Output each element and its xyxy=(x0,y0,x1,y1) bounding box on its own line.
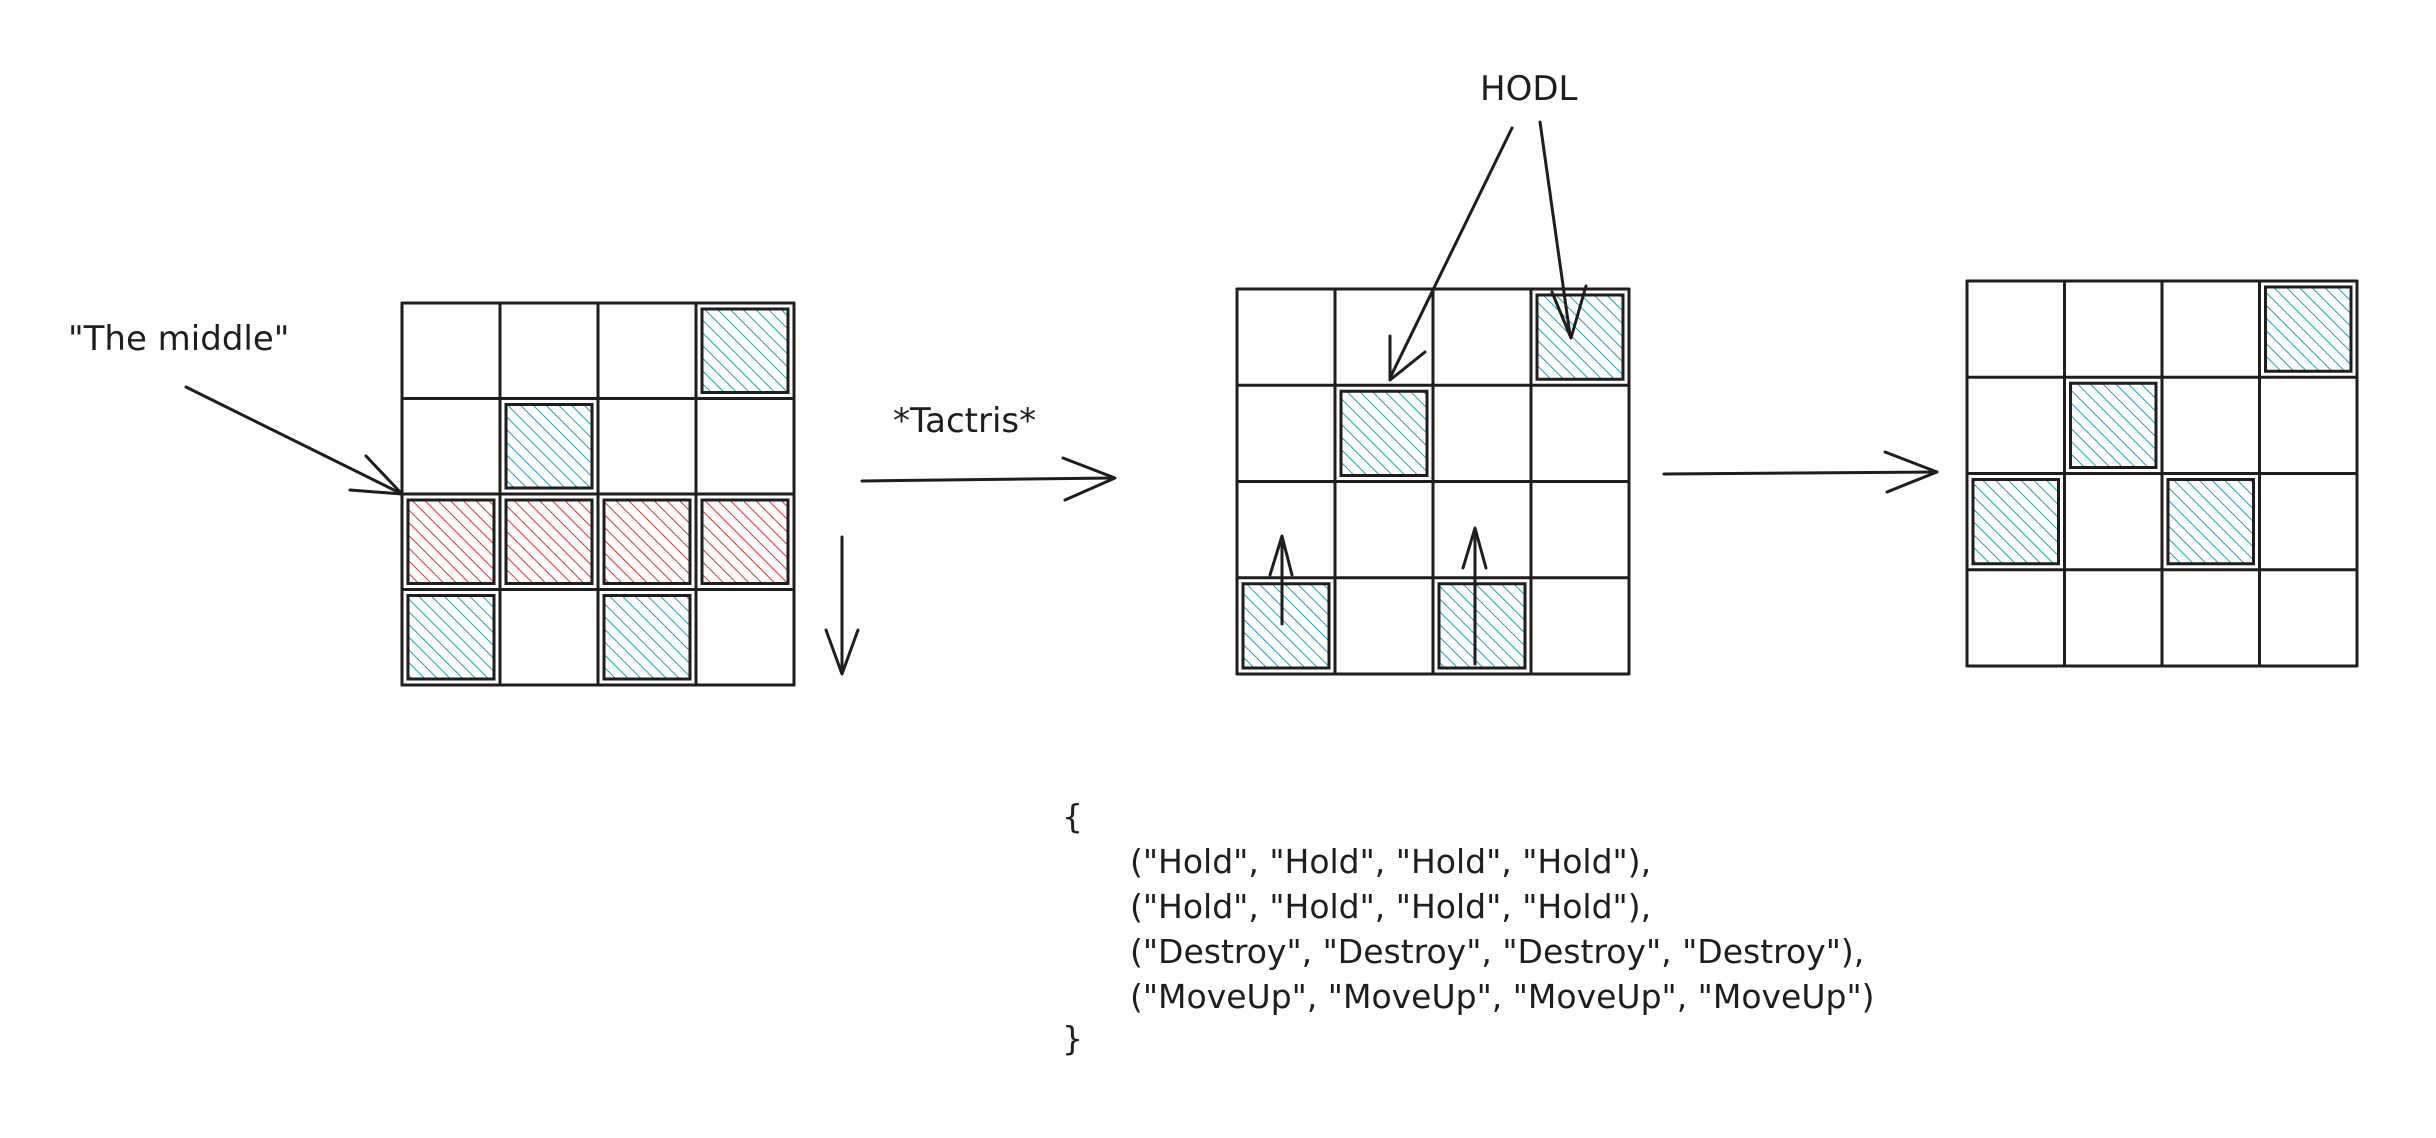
label-hodl: HODL xyxy=(1480,69,1578,109)
red-block-r3-c2 xyxy=(504,498,594,585)
code-close-brace: } xyxy=(1062,1019,1083,1058)
middle-pointer-arrow xyxy=(184,385,404,496)
blue-block-r4-c1 xyxy=(1241,582,1331,670)
blue-block-r2-c2 xyxy=(504,403,594,490)
blue-block-r2-c2 xyxy=(2069,381,2158,469)
red-block-r3-c3 xyxy=(602,498,692,585)
code-row-1: ("Hold", "Hold", "Hold", "Hold"), xyxy=(1130,842,1651,881)
red-block-r3-c1 xyxy=(406,498,496,585)
code-open-brace: { xyxy=(1062,797,1083,836)
blue-block-r4-c3 xyxy=(1437,582,1527,670)
label-tactris: *Tactris* xyxy=(893,401,1036,441)
blue-block-r3-c3 xyxy=(2166,478,2255,566)
blue-block-r3-c1 xyxy=(1971,478,2060,566)
hodl-pointer-arrows xyxy=(1388,120,1588,382)
grid-before xyxy=(400,301,796,687)
blue-block-r2-c2 xyxy=(1339,389,1429,477)
move-up-arrows xyxy=(1268,526,1488,666)
grid-after-destroy xyxy=(1235,287,1631,676)
blue-block-r1-c4 xyxy=(700,307,790,394)
grid-after-move xyxy=(1965,279,2359,668)
tactris-arrow xyxy=(860,456,1117,502)
code-row-4: ("MoveUp", "MoveUp", "MoveUp", "MoveUp") xyxy=(1130,977,1875,1016)
gravity-down-arrow xyxy=(824,535,860,676)
rule-matrix-code: { ("Hold", "Hold", "Hold", "Hold"), ("Ho… xyxy=(1062,797,1875,1058)
blue-block-r1-c4 xyxy=(2264,285,2353,373)
code-row-3: ("Destroy", "Destroy", "Destroy", "Destr… xyxy=(1130,932,1864,971)
label-the-middle: "The middle" xyxy=(68,319,289,359)
blue-block-r4-c1 xyxy=(406,594,496,681)
red-block-r3-c4 xyxy=(700,498,790,585)
code-row-2: ("Hold", "Hold", "Hold", "Hold"), xyxy=(1130,887,1651,926)
blue-block-r4-c3 xyxy=(602,594,692,681)
result-arrow xyxy=(1662,450,1939,494)
